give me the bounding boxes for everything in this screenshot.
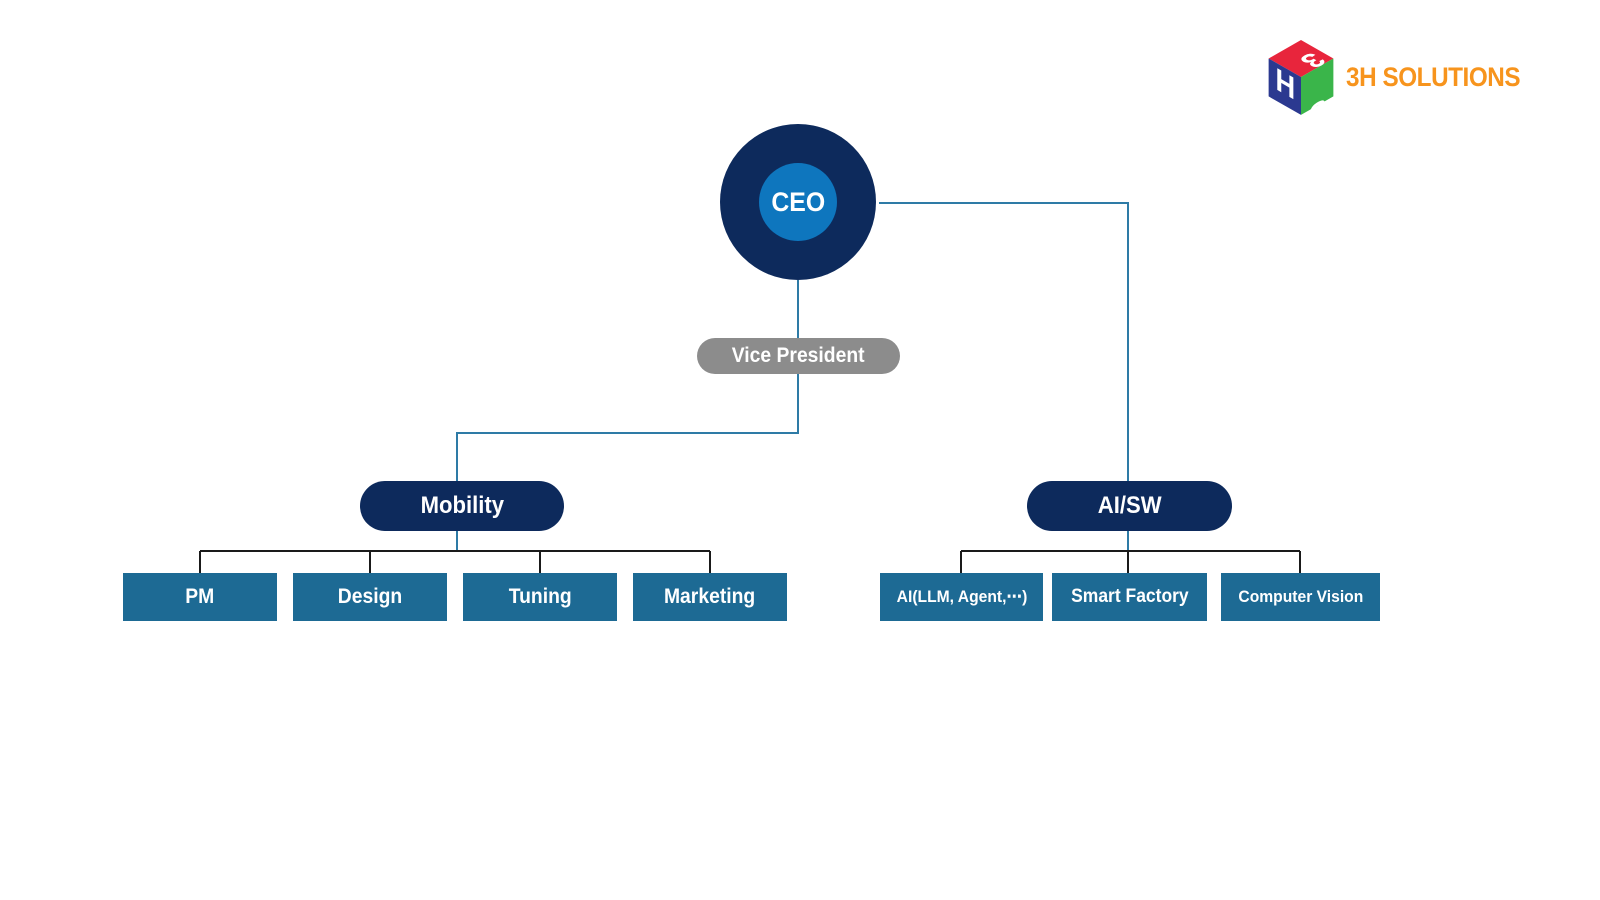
dept-label-marketing: Marketing (664, 585, 756, 608)
dept-box-tuning: Tuning (463, 573, 617, 621)
dept-box-pm: PM (123, 573, 277, 621)
vice-president-node: Vice President (697, 338, 900, 374)
dept-label-tuning: Tuning (508, 585, 572, 608)
dept-box-design: Design (293, 573, 447, 621)
connector-mobility-departments (199, 550, 711, 573)
vice-president-label: Vice President (732, 344, 865, 367)
logo-cube-left-letter: H (1275, 61, 1295, 107)
ceo-label: CEO (771, 186, 825, 217)
logo-cube-icon: 3 H S (1268, 40, 1334, 118)
connector-aisw-departments (960, 550, 1301, 573)
dept-box-ai-llm-agent: AI(LLM, Agent,⋯) (880, 573, 1043, 621)
dept-label-smart-factory: Smart Factory (1070, 586, 1189, 607)
ceo-node-inner-circle: CEO (759, 163, 837, 241)
company-logo: 3 H S 3H SOLUTIONS (1264, 36, 1540, 118)
group-node-aisw: AI/SW (1027, 481, 1232, 531)
brand-name: 3H SOLUTIONS (1346, 61, 1521, 92)
group-label-aisw: AI/SW (1097, 492, 1162, 519)
dept-box-smart-factory: Smart Factory (1052, 573, 1207, 621)
dept-box-marketing: Marketing (633, 573, 787, 621)
dept-label-computer-vision: Computer Vision (1238, 587, 1363, 606)
dept-label-ai-llm-agent: AI(LLM, Agent,⋯) (896, 587, 1027, 606)
connector-ceo-to-aisw (879, 202, 1129, 551)
dept-box-computer-vision: Computer Vision (1221, 573, 1380, 621)
group-node-mobility: Mobility (360, 481, 564, 531)
ceo-node: CEO (720, 124, 876, 280)
group-label-mobility: Mobility (420, 492, 504, 519)
dept-label-design: Design (337, 585, 403, 608)
dept-label-pm: PM (185, 585, 215, 608)
